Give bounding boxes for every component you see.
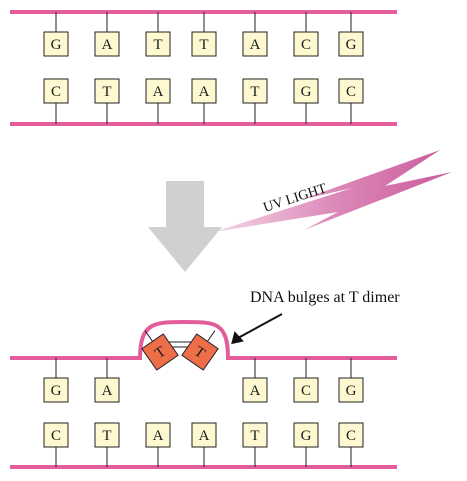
base-label: C	[51, 428, 61, 444]
base-pair-unit: A	[94, 12, 120, 57]
base-box	[338, 31, 364, 57]
base-label: A	[250, 37, 261, 53]
base-pair-unit: C	[43, 78, 69, 124]
thymine-dimer: T T	[141, 330, 219, 371]
base-pair-unit: C	[43, 422, 69, 467]
base-label: C	[346, 84, 356, 100]
base-box	[293, 377, 319, 403]
dimer-base-2: T	[181, 330, 219, 371]
base-pair-unit: A	[191, 422, 217, 467]
base-pair-unit: G	[338, 358, 364, 403]
base-box	[242, 422, 268, 448]
base-label: A	[199, 84, 210, 100]
base-box	[145, 422, 171, 448]
annotation-arrow-icon	[231, 313, 283, 345]
base-box	[191, 31, 217, 57]
base-label: T	[250, 428, 259, 444]
after-dna: G A A C G C T A A T G C T T DNA bulges at T dimer	[10, 289, 400, 469]
base-box	[293, 422, 319, 448]
base-pair-unit: G	[293, 78, 319, 124]
base-box	[242, 31, 268, 57]
base-label: A	[153, 428, 164, 444]
base-box	[94, 31, 120, 57]
base-box	[94, 422, 120, 448]
base-label: T	[250, 84, 259, 100]
base-box	[293, 78, 319, 104]
base-pair-unit: A	[145, 78, 171, 124]
base-box	[338, 78, 364, 104]
base-box	[94, 78, 120, 104]
base-pair-unit: G	[338, 12, 364, 57]
base-pair-unit: A	[145, 422, 171, 467]
base-label: G	[51, 37, 62, 53]
base-pair-unit: C	[338, 422, 364, 467]
base-box	[242, 377, 268, 403]
base-box	[43, 78, 69, 104]
base-label: G	[346, 37, 357, 53]
base-box	[191, 422, 217, 448]
after-top-backbone	[10, 319, 397, 360]
base-box	[145, 78, 171, 104]
base-pair-unit: T	[94, 78, 120, 124]
base-pair-unit: A	[242, 12, 268, 57]
uv-bolt-icon	[214, 150, 452, 232]
base-label: T	[153, 37, 162, 53]
base-pair-unit: C	[293, 12, 319, 57]
base-pair-unit: T	[242, 422, 268, 467]
base-label: G	[51, 383, 62, 399]
base-box	[145, 31, 171, 57]
base-box	[43, 422, 69, 448]
base-box	[293, 31, 319, 57]
base-label: G	[301, 84, 312, 100]
base-pair-unit: T	[94, 422, 120, 467]
base-label: C	[301, 383, 311, 399]
base-pair-unit: G	[293, 422, 319, 467]
base-pair-unit: G	[43, 358, 69, 403]
bulge-annotation: DNA bulges at T dimer	[250, 289, 400, 306]
base-label: C	[301, 37, 311, 53]
base-pair-unit: A	[191, 78, 217, 124]
base-label: T	[102, 84, 111, 100]
base-label: C	[346, 428, 356, 444]
base-pair-unit: C	[293, 358, 319, 403]
base-label: A	[102, 383, 113, 399]
base-label: G	[346, 383, 357, 399]
base-label: T	[102, 428, 111, 444]
base-label: A	[153, 84, 164, 100]
base-label: A	[250, 383, 261, 399]
uv-exposure: UV LIGHT	[148, 150, 452, 272]
base-label: G	[301, 428, 312, 444]
down-arrow-icon	[148, 181, 222, 272]
base-box	[338, 377, 364, 403]
base-box	[43, 377, 69, 403]
base-label: T	[199, 37, 208, 53]
base-box	[338, 422, 364, 448]
base-box	[242, 78, 268, 104]
base-pair-unit: A	[94, 358, 120, 403]
base-box	[94, 377, 120, 403]
before-dna: G A T T A C G C T A A T G C	[10, 10, 397, 126]
base-box	[191, 78, 217, 104]
base-label: A	[102, 37, 113, 53]
base-pair-unit: T	[145, 12, 171, 57]
base-pair-unit: T	[191, 12, 217, 57]
base-label: C	[51, 84, 61, 100]
base-pair-unit: G	[43, 12, 69, 57]
base-box	[43, 31, 69, 57]
base-label: A	[199, 428, 210, 444]
base-pair-unit: T	[242, 78, 268, 124]
base-pair-unit: A	[242, 358, 268, 403]
base-pair-unit: C	[338, 78, 364, 124]
dimer-base-1: T	[141, 330, 179, 371]
